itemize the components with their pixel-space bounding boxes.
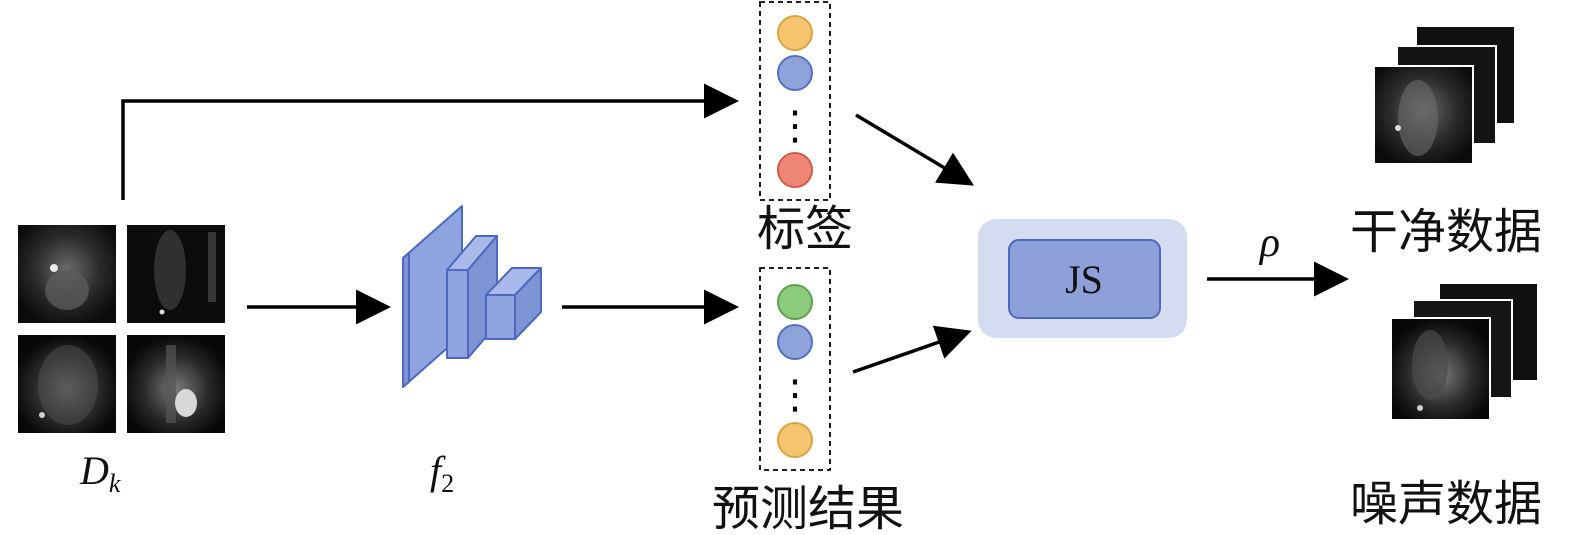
predictions-vector: ⋮ (759, 267, 831, 471)
labels-caption: 标签 (757, 203, 853, 256)
rho-symbol: ρ (1258, 220, 1280, 266)
network-symbol: f2 (430, 448, 454, 498)
input-images (18, 225, 225, 433)
arrow-input-to-labels (121, 83, 739, 200)
prediction-node (777, 284, 813, 320)
ellipsis: ⋮ (775, 372, 815, 418)
input-scan-tile (127, 335, 225, 433)
arrow-predictions-to-js (852, 325, 972, 374)
clean-data-stack (1373, 25, 1516, 165)
clean-data-caption: 干净数据 (1350, 206, 1542, 259)
noisy-data-stack (1390, 282, 1539, 421)
js-divergence-box: JS (978, 219, 1187, 338)
prediction-node (777, 324, 813, 360)
input-scan-tile (18, 225, 116, 323)
js-label: JS (1065, 257, 1103, 302)
ellipsis: ⋮ (775, 103, 815, 149)
prediction-node (777, 422, 813, 458)
label-node (777, 55, 813, 91)
network-blocks (402, 205, 542, 388)
noisy-data-caption: 噪声数据 (1350, 478, 1542, 531)
input-scan-tile (18, 335, 116, 433)
arrow-labels-to-js (855, 113, 975, 186)
label-node (777, 15, 813, 51)
network-layer-3 (485, 267, 542, 340)
input-scan-tile (127, 225, 225, 323)
predictions-caption: 预测结果 (712, 483, 904, 535)
input-symbol: Dk (79, 448, 121, 498)
labels-vector: ⋮ (759, 1, 831, 201)
label-node (777, 152, 813, 188)
